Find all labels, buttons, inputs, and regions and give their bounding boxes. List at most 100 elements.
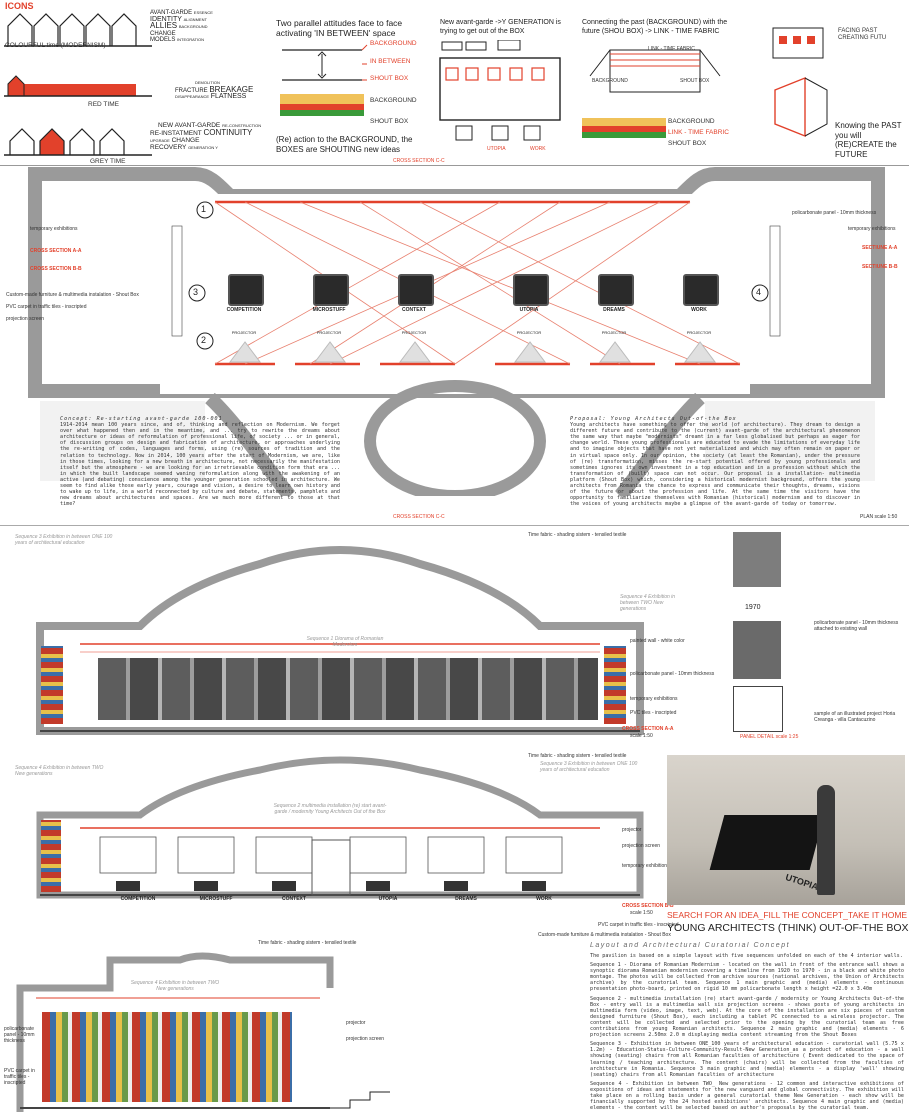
section-c-top-label: Time fabric - shading sistem - tensiled … xyxy=(258,940,357,946)
section-b-drawing xyxy=(36,756,644,899)
kiosk-box xyxy=(398,274,434,306)
layout-seq3: Sequence 3 - Exhibition in between ONE_1… xyxy=(590,1041,904,1078)
section-b-kiosk-label: CONTEXT xyxy=(282,896,306,902)
cross-section-cc-top: CROSS SECTION C-C xyxy=(393,158,445,164)
render-person xyxy=(817,785,835,895)
projector-label: PROJECTOR xyxy=(601,330,627,335)
plan-right-label: policarbonate panel - 10mm thickness xyxy=(792,210,877,216)
grey-time-icon xyxy=(4,128,152,156)
concept3-label: BACKGROUND xyxy=(592,78,628,84)
red-word: DEMOLITION xyxy=(195,80,220,85)
icons-title: ICONS xyxy=(5,1,34,11)
modern-word: CHANGE xyxy=(150,30,176,37)
grey-word: UPGRADE xyxy=(150,138,170,143)
layout-intro: The pavilion is based on a simple layout… xyxy=(590,953,903,959)
projector-label: PROJECTOR xyxy=(316,330,342,335)
plan-left-label: Custom-made furniture & multimedia insta… xyxy=(6,292,139,298)
proposal-text-block: Proposal: Young Architects Out-of-the Bo… xyxy=(570,416,860,506)
plan-scale: PLAN scale 1:50 xyxy=(860,514,898,520)
seq-label: Sequence 4 Exhibition in between TWO New… xyxy=(15,765,104,777)
chair-stack xyxy=(41,820,61,892)
modern-word: IDENTITY xyxy=(150,15,182,23)
grey-word: NEW AVANT-GARDE xyxy=(158,122,221,129)
red-word: FRACTURE xyxy=(175,87,208,94)
kiosk-label: MICROSTUFF xyxy=(312,307,346,313)
render-slogan2: YOUNG ARCHITECTS (THINK) OUT-OF-THE BOX xyxy=(667,922,909,934)
concept1-title: Two parallel attitudes face to face acti… xyxy=(276,18,403,38)
plan-number: 2 xyxy=(201,335,207,345)
concept3-title: Connecting the past (BACKGROUND) with th… xyxy=(582,19,728,35)
section-b-caption: CROSS SECTION B-B xyxy=(622,903,674,909)
modern-word: BACKGROUND xyxy=(178,24,208,29)
detail-label: policarbonate panel - 10mm thickness att… xyxy=(814,620,899,632)
diorama-photo-strip xyxy=(98,658,598,720)
concept3-label: BACKGROUND xyxy=(668,118,715,125)
concept-text-block: Concept: Re-starting avant-garde 100-001… xyxy=(60,416,340,506)
kiosk-label: CONTEXT xyxy=(402,307,426,313)
chair-stack xyxy=(41,646,63,724)
seq-label: Sequence 4 Exhibition in between TWO New… xyxy=(130,980,220,992)
section-c-right-label: projector xyxy=(346,1020,366,1026)
layout-title: Layout and Architectural Curatorial Conc… xyxy=(590,942,791,949)
concept1-label: BACKGROUND xyxy=(370,40,417,47)
kiosk-label: DREAMS xyxy=(603,307,625,313)
concept4-diagram xyxy=(772,27,828,138)
seq-label: Sequence 4 Exhibition in between TWO New… xyxy=(620,594,676,612)
concept1-label: SHOUT BOX xyxy=(370,118,409,125)
concept3-label: SHOUT BOX xyxy=(668,140,707,147)
kiosk-box xyxy=(313,274,349,306)
layout-text: Layout and Architectural Curatorial Conc… xyxy=(590,942,904,1110)
concept-title: Concept: Re-starting avant-garde 100-001 xyxy=(60,416,223,422)
section-a-label: painted wall - white color xyxy=(630,638,685,644)
concept1-caption: (Re) action to the BACKGROUND, the BOXES… xyxy=(276,135,413,154)
render-box xyxy=(709,815,825,870)
section-b-kiosk-label: DREAMS xyxy=(455,896,477,902)
layout-seq1: Sequence 1 - Diorama of Romanian Moderni… xyxy=(590,962,904,993)
section-b-label: projector xyxy=(622,827,642,833)
concept4-label: FACING PAST xyxy=(838,28,878,34)
concept-strip: ICONS COLOURFUL time (MODERNISM) AVANT-G… xyxy=(0,0,909,166)
section-b-label: projection screen xyxy=(622,843,661,849)
chair-wall xyxy=(42,1012,292,1102)
grey-word: RE-INSTATMENT xyxy=(150,130,202,137)
section-b: Sequence 4 Exhibition in between TWO New… xyxy=(0,753,670,902)
plan-left-label: projection screen xyxy=(6,316,45,322)
concept3-label: SHOUT BOX xyxy=(680,78,710,84)
plan-right-label: SECTIUNE A-A xyxy=(862,245,898,251)
chair-stack xyxy=(604,646,626,724)
red-words: DEMOLITION FRACTURE BREAKAGE DISAPPEARAN… xyxy=(175,80,255,101)
modern-word: ALIGNMENT xyxy=(183,16,207,22)
plan-number: 1 xyxy=(201,204,207,214)
modern-word: AVANT-GARDE xyxy=(150,10,193,16)
modern-word: MODELS xyxy=(150,37,176,43)
section-c-drawing xyxy=(16,952,390,1112)
concept3-label: LINK - TIME FABRIC xyxy=(648,46,695,52)
detail-photo-bottom xyxy=(733,621,781,679)
modern-word: INTEGRATION xyxy=(177,37,205,42)
floor-plan: CROSS SECTION C-C xyxy=(0,158,909,706)
red-time-caption: RED TIME xyxy=(88,101,119,108)
detail-photo-top xyxy=(733,532,781,587)
proposal-title: Proposal: Young Architects Out-of-the Bo… xyxy=(570,416,737,422)
kiosk-label: UTOPIA xyxy=(519,307,539,313)
grey-time-caption: GREY TIME xyxy=(90,158,126,165)
plan-left-label: CROSS SECTION A-A xyxy=(30,248,82,254)
grey-word: CHANGE xyxy=(171,137,200,144)
section-a-label: policarbonate panel - 10mm thickness xyxy=(630,671,715,677)
section-c-left-label: policarbonate panel - 10mm thickness xyxy=(4,1026,35,1044)
seq-label: Sequence 2 multimedia installation (re) … xyxy=(273,803,387,815)
render-slogan1: SEARCH FOR AN IDEA_FILL THE CONCEPT_TAKE… xyxy=(667,910,909,920)
red-word: DISAPPEARANCE xyxy=(175,94,210,99)
projector-label: PROJECTOR xyxy=(401,330,427,335)
kiosk-label: COMPETITION xyxy=(226,307,262,313)
modern-caption: COLOURFUL time (MODERNISM) xyxy=(5,42,106,49)
grey-words: NEW AVANT-GARDE RE-CONSTRUCTION RE-INSTA… xyxy=(150,122,270,151)
section-a-drawing xyxy=(36,546,644,735)
kiosk-box xyxy=(598,274,634,306)
concept4-label: CREATING FUTU xyxy=(838,35,887,41)
cross-section-cc-bottom: CROSS SECTION C-C xyxy=(393,514,445,520)
seq-label: Sequence 1 Diorama of Romanian Modernism xyxy=(306,636,384,648)
section-b-kiosk-label: UTOPIA xyxy=(378,896,398,902)
seq-label: Sequence 3 Exhibition in between ONE 100… xyxy=(540,761,638,773)
concept1-diagram xyxy=(280,44,368,116)
